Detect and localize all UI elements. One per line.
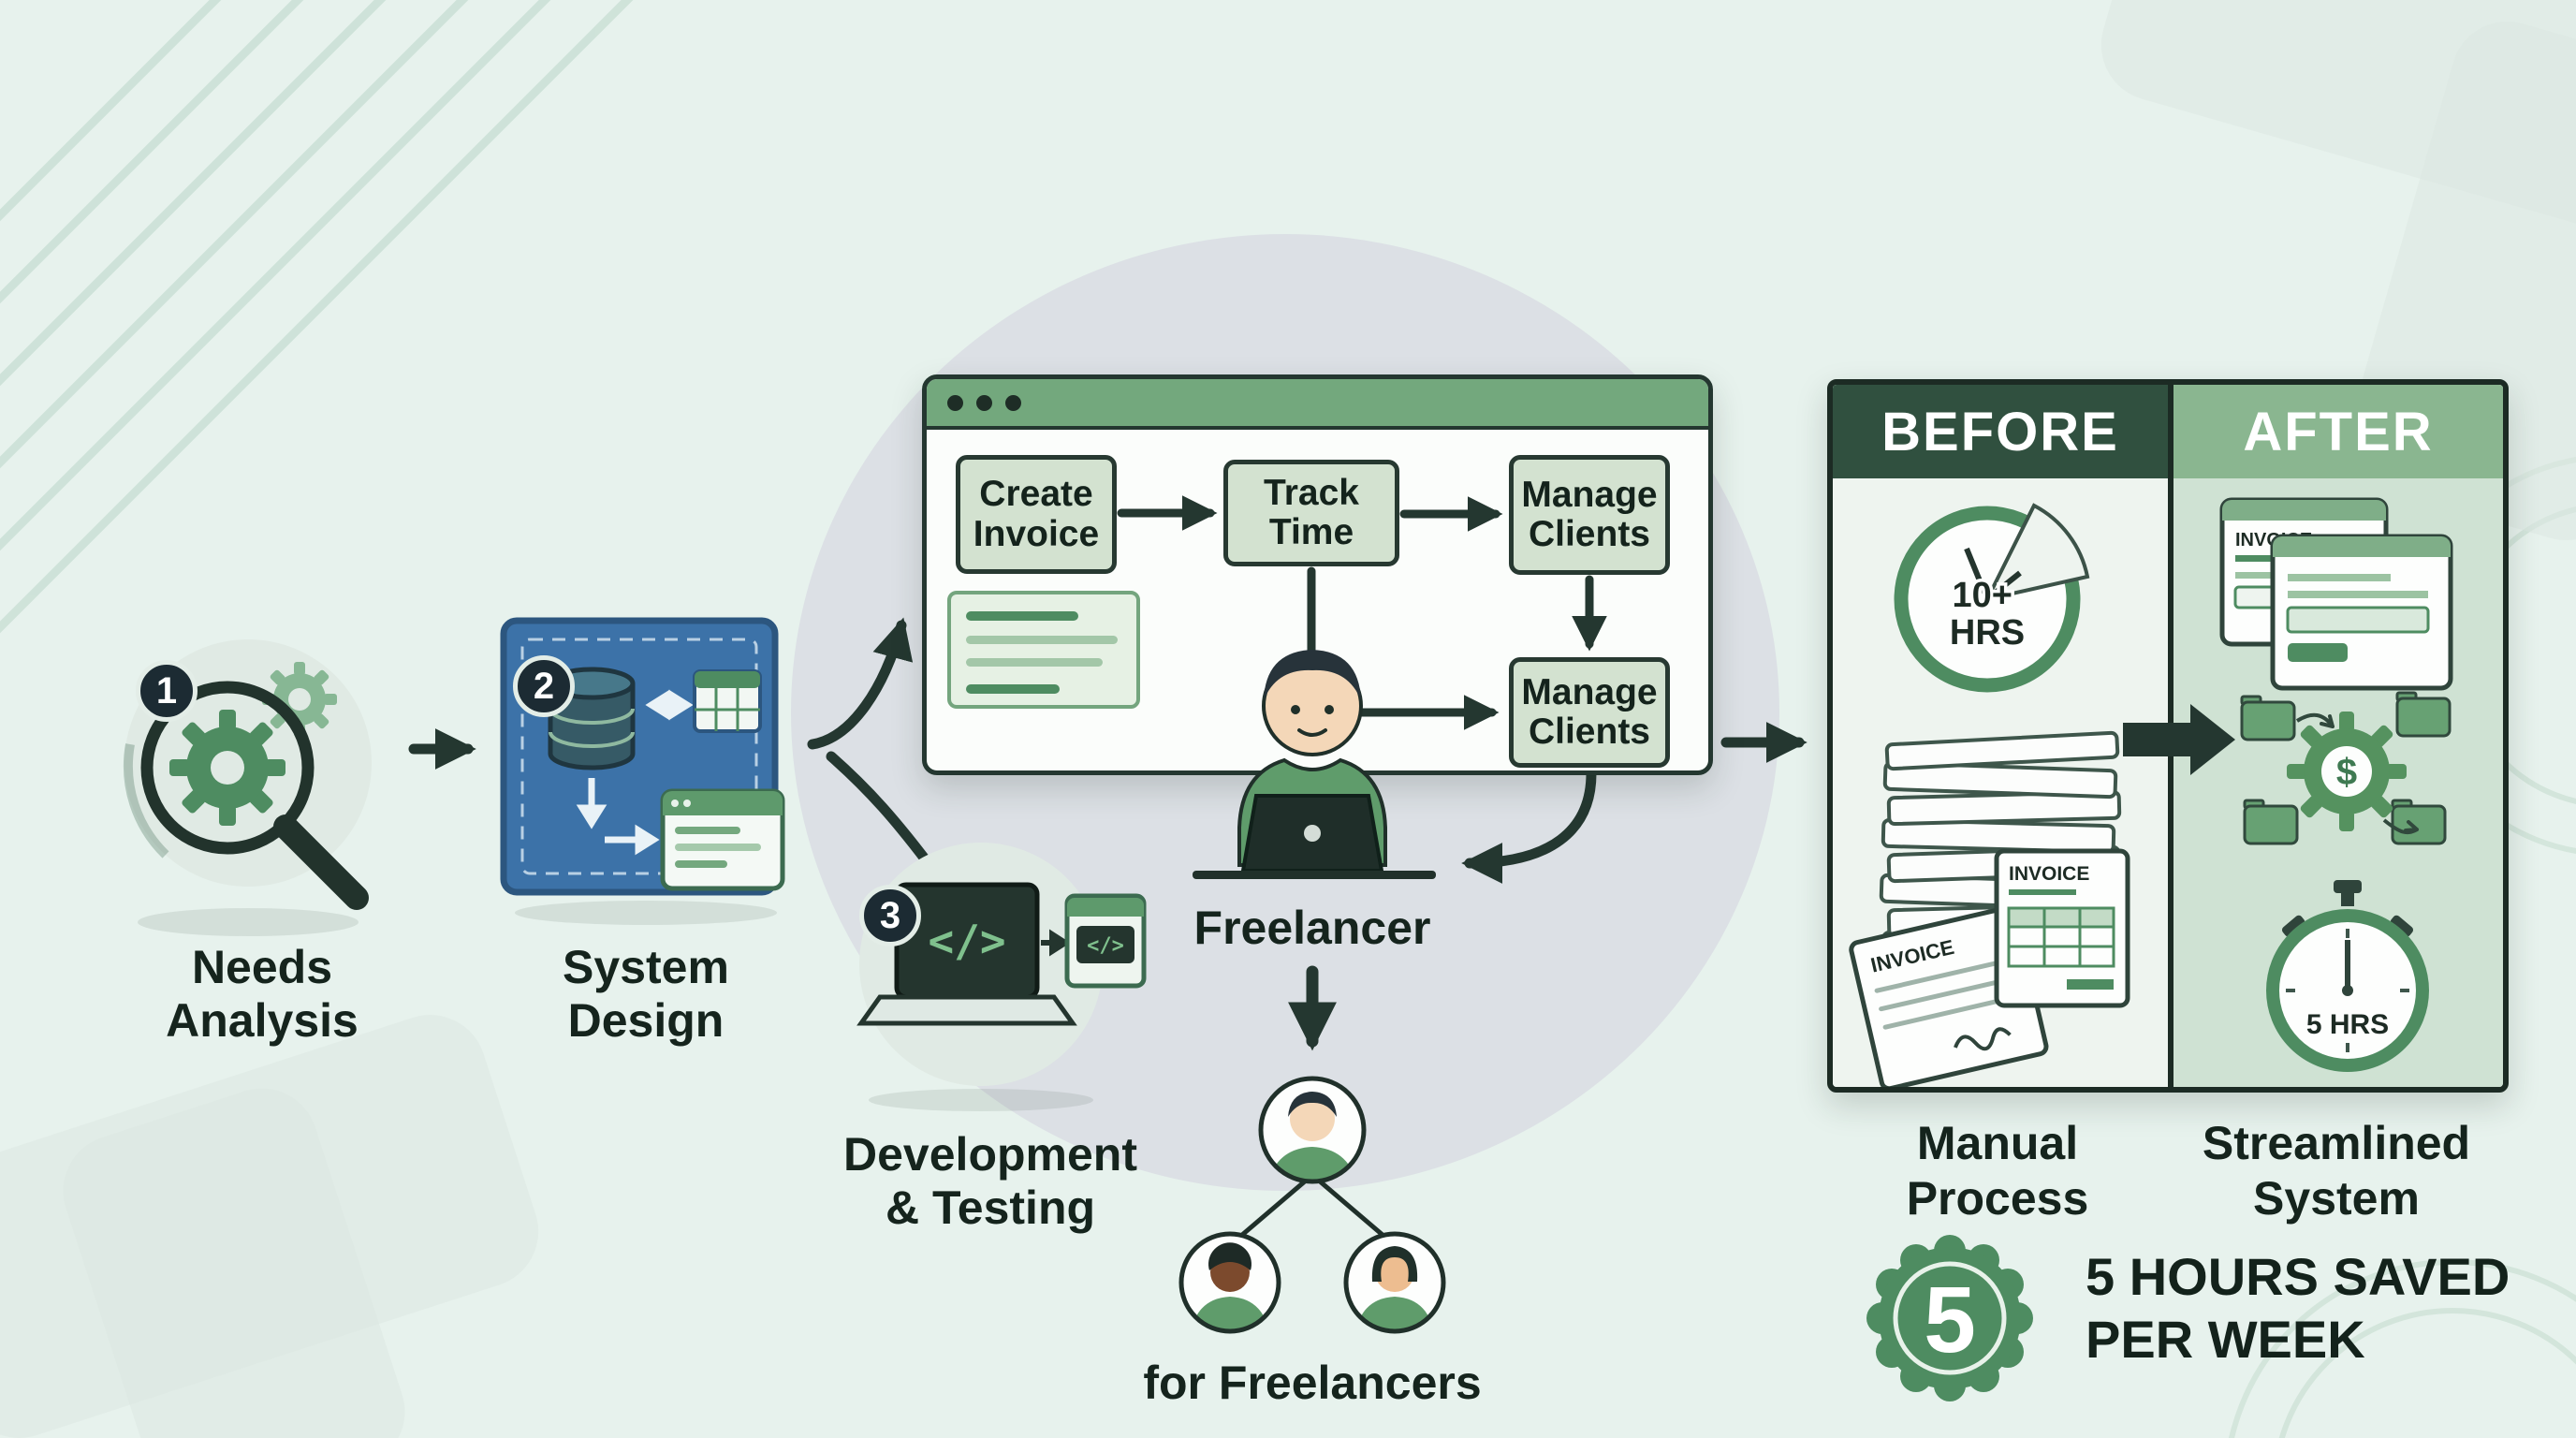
before-content: 10+ HRS INVOICE INV bbox=[1833, 478, 2168, 1087]
step-3-number: 3 bbox=[859, 885, 921, 946]
window-titlebar bbox=[927, 379, 1708, 430]
code-window-icon bbox=[660, 788, 785, 891]
table-icon bbox=[693, 669, 762, 733]
step-1-number: 1 bbox=[136, 660, 198, 722]
large-gear-icon bbox=[169, 710, 285, 826]
code-glyph: </> bbox=[928, 916, 1005, 966]
flow-curve-arrows bbox=[2295, 712, 2419, 835]
window-control-dot bbox=[1005, 394, 1021, 411]
double-arrow-icon bbox=[645, 689, 694, 721]
flow-box-manage-clients-top: Manage Clients bbox=[1509, 455, 1670, 575]
stopwatch-text: 5 HRS bbox=[2306, 1009, 2389, 1040]
step-3-label: Development & Testing bbox=[843, 1128, 1137, 1234]
savings-text: 5 HOURS SAVED PER WEEK bbox=[2086, 1247, 2510, 1370]
after-header: AFTER bbox=[2174, 385, 2503, 478]
before-caption: Manual Process bbox=[1906, 1117, 2089, 1225]
flow-box-create-invoice: Create Invoice bbox=[956, 455, 1117, 574]
step-3-development-testing: </> </> 3 Development & Testing bbox=[831, 829, 1149, 1259]
arrow-to-window-icon bbox=[1041, 929, 1071, 957]
clock-hours-text: 10+ bbox=[1952, 576, 2012, 615]
down-arrow-icon bbox=[576, 778, 607, 829]
invoice-document-icon: INVOICE bbox=[1994, 848, 2130, 1008]
freelancer-illustration bbox=[1193, 650, 1436, 879]
stopwatch-icon: 5 HRS bbox=[2266, 880, 2429, 1072]
step-2-number: 2 bbox=[513, 655, 575, 717]
savings-badge: 5 bbox=[1866, 1235, 2033, 1401]
test-window-icon: </> bbox=[1064, 893, 1147, 989]
dollar-symbol: $ bbox=[2336, 752, 2357, 793]
folder-icon bbox=[2391, 799, 2447, 845]
blueprint-database-icon bbox=[500, 617, 785, 925]
step-1-label: Needs Analysis bbox=[166, 941, 359, 1047]
magnifier-ring bbox=[140, 681, 315, 855]
invoice-list-panel bbox=[947, 591, 1140, 709]
invoice-doc-label: INVOICE bbox=[2009, 863, 2089, 885]
group-label: for Freelancers bbox=[1143, 1357, 1482, 1409]
freelancer-label: Freelancer bbox=[1193, 902, 1431, 954]
folder-icon bbox=[2240, 695, 2296, 741]
badge-number: 5 bbox=[1924, 1268, 1976, 1372]
laptop-logo bbox=[1304, 825, 1321, 842]
invoice-line bbox=[966, 636, 1118, 644]
avatar-left bbox=[1178, 1231, 1281, 1334]
invoice-window-back bbox=[2270, 534, 2453, 691]
svg-text:10+ HRS: 10+ HRS bbox=[1950, 576, 2025, 653]
laptop-code-icon: </> </> bbox=[856, 843, 1147, 1111]
window-control-dot bbox=[947, 394, 963, 411]
avatar-right bbox=[1343, 1231, 1446, 1334]
flow-box-track-time: Track Time bbox=[1223, 460, 1399, 566]
before-header: BEFORE bbox=[1833, 385, 2168, 478]
invoice-windows-icon: INVOICE bbox=[2219, 497, 2453, 691]
step-1-needs-analysis: 1 Needs Analysis bbox=[108, 613, 417, 1053]
window-control-dot bbox=[976, 394, 992, 411]
freelancer-group-illustration bbox=[1178, 1076, 1446, 1334]
desk-line bbox=[1193, 871, 1436, 879]
invoice-line bbox=[966, 658, 1103, 667]
freelancer-hair bbox=[1264, 650, 1361, 700]
step-2-label: System Design bbox=[563, 941, 729, 1047]
before-column: BEFORE bbox=[1833, 385, 2168, 1087]
invoice-line bbox=[966, 684, 1060, 694]
step-2-system-design: 2 System Design bbox=[487, 604, 805, 1053]
automation-flow-icon: $ bbox=[2240, 691, 2452, 845]
flow-box-manage-clients-bottom: Manage Clients bbox=[1509, 657, 1670, 768]
invoice-line bbox=[966, 611, 1078, 621]
right-arrow-icon bbox=[605, 824, 660, 856]
clock-icon: 10+ HRS bbox=[1894, 503, 2090, 693]
folder-icon bbox=[2243, 799, 2299, 845]
window-body: Create Invoice Track Time Manage Clients… bbox=[927, 433, 1708, 770]
gears-magnifier-icon bbox=[124, 639, 372, 936]
avatar-top bbox=[1258, 1076, 1367, 1184]
after-caption: Streamlined System bbox=[2202, 1117, 2471, 1225]
before-after-panel: BEFORE bbox=[1827, 379, 2509, 1093]
laptop-base bbox=[856, 994, 1077, 1026]
code-glyph-small: </> bbox=[1087, 934, 1124, 958]
after-content: INVOICE bbox=[2174, 478, 2503, 1087]
transform-arrow-icon bbox=[2123, 704, 2235, 775]
clock-hrs-text: HRS bbox=[1950, 613, 2025, 653]
folder-icon bbox=[2395, 691, 2452, 738]
automation-gear-icon: $ bbox=[2287, 712, 2407, 831]
signature-scribble bbox=[1954, 1027, 2012, 1051]
magnifier-handle bbox=[273, 814, 369, 910]
